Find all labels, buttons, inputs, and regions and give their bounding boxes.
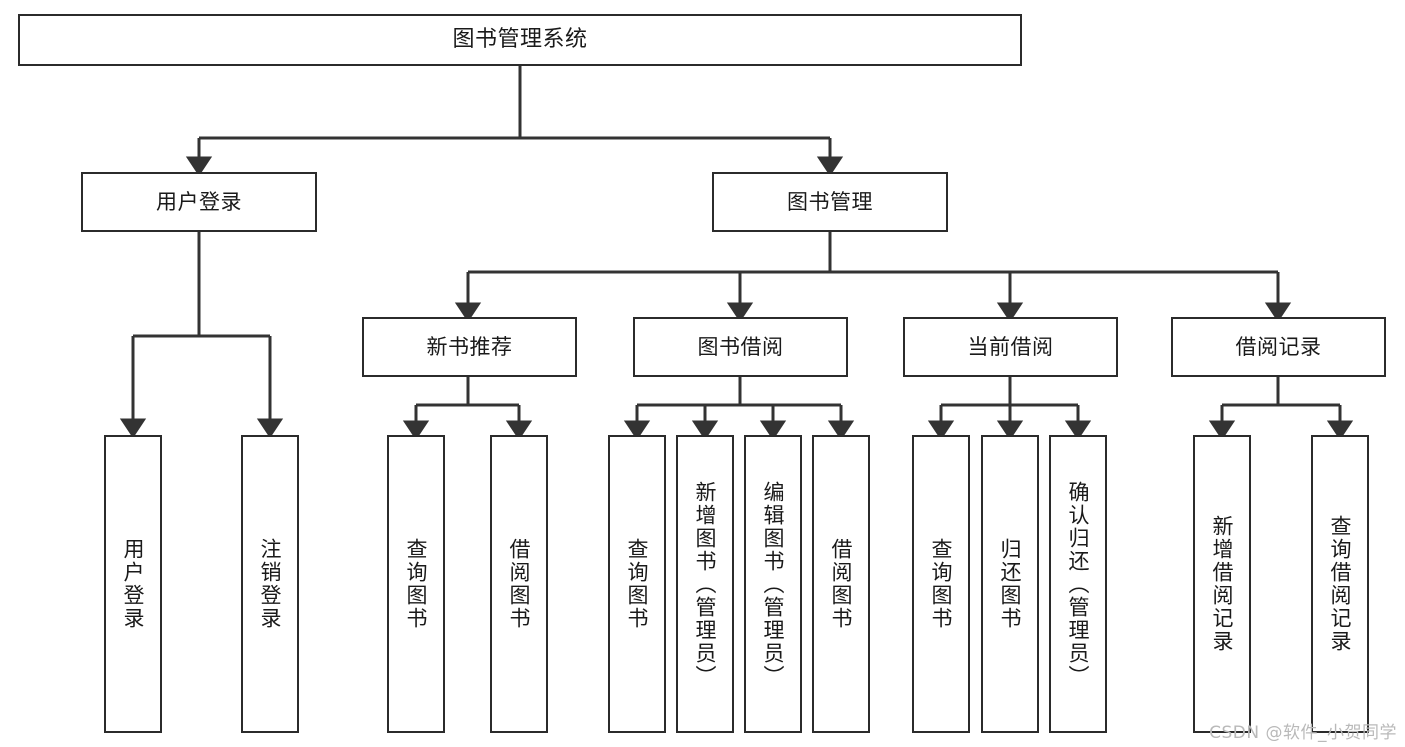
leaf-query-borrow-record[interactable]: 查询借阅记录 xyxy=(1311,435,1369,733)
node-label: 图书管理系统 xyxy=(452,27,588,53)
node-label: 查询借阅记录 xyxy=(1328,515,1353,653)
leaf-user-login[interactable]: 用户登录 xyxy=(104,435,162,733)
leaf-query-book-1[interactable]: 查询图书 xyxy=(387,435,445,733)
node-label: 借阅图书 xyxy=(829,538,854,630)
node-book-manage[interactable]: 图书管理 xyxy=(712,172,948,232)
node-new-book-recommend[interactable]: 新书推荐 xyxy=(362,317,577,377)
node-label: 查询图书 xyxy=(929,538,954,630)
node-label: 用户登录 xyxy=(121,538,146,630)
node-label: 图书管理 xyxy=(787,189,873,214)
csdn-watermark: CSDN @软件_小贺同学 xyxy=(1209,723,1397,743)
node-root-book-management-system[interactable]: 图书管理系统 xyxy=(18,14,1022,66)
leaf-borrow-book-1[interactable]: 借阅图书 xyxy=(490,435,548,733)
node-label: 用户登录 xyxy=(156,189,242,214)
node-current-borrow[interactable]: 当前借阅 xyxy=(903,317,1118,377)
node-label: 归还图书 xyxy=(998,538,1023,630)
node-book-borrow[interactable]: 图书借阅 xyxy=(633,317,848,377)
leaf-edit-book[interactable]: 编辑图书（管理员） xyxy=(744,435,802,733)
leaf-confirm-return[interactable]: 确认归还（管理员） xyxy=(1049,435,1107,733)
node-user-login[interactable]: 用户登录 xyxy=(81,172,317,232)
node-label: 编辑图书（管理员） xyxy=(761,480,786,688)
node-label: 查询图书 xyxy=(404,538,429,630)
leaf-query-book-3[interactable]: 查询图书 xyxy=(912,435,970,733)
node-label: 图书借阅 xyxy=(697,334,784,359)
node-label: 确认归还（管理员） xyxy=(1066,480,1091,688)
node-label: 新增图书（管理员） xyxy=(693,480,718,688)
node-label: 注销登录 xyxy=(258,538,283,630)
leaf-add-book[interactable]: 新增图书（管理员） xyxy=(676,435,734,733)
node-label: 当前借阅 xyxy=(967,334,1054,359)
leaf-borrow-book-2[interactable]: 借阅图书 xyxy=(812,435,870,733)
leaf-add-borrow-record[interactable]: 新增借阅记录 xyxy=(1193,435,1251,733)
leaf-logout-login[interactable]: 注销登录 xyxy=(241,435,299,733)
leaf-return-book[interactable]: 归还图书 xyxy=(981,435,1039,733)
leaf-query-book-2[interactable]: 查询图书 xyxy=(608,435,666,733)
node-label: 借阅记录 xyxy=(1235,334,1322,359)
node-borrow-record[interactable]: 借阅记录 xyxy=(1171,317,1386,377)
node-label: 新书推荐 xyxy=(426,334,513,359)
node-label: 查询图书 xyxy=(625,538,650,630)
node-label: 新增借阅记录 xyxy=(1210,515,1235,653)
node-label: 借阅图书 xyxy=(507,538,532,630)
